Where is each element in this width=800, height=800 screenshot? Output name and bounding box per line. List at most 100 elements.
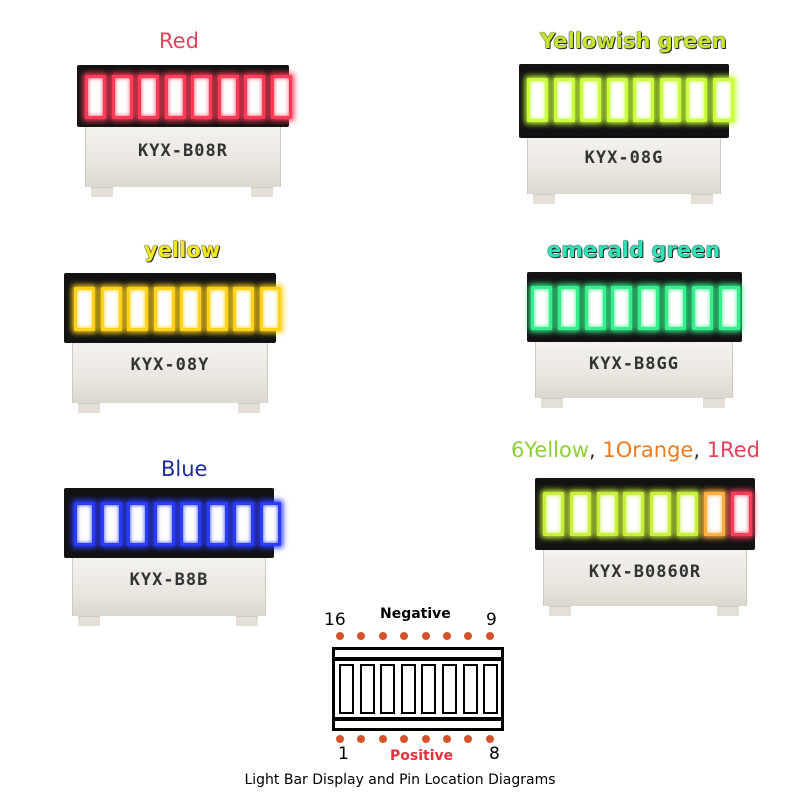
led-bar-front-face xyxy=(519,64,734,138)
label-part: Yellowish green xyxy=(540,29,727,53)
pin-dot-positive xyxy=(485,735,494,743)
led-bar-module-mixed: KYX-B0860R xyxy=(535,478,755,618)
led-segment xyxy=(270,75,292,119)
led-segment xyxy=(691,286,713,330)
pin-dot-positive xyxy=(464,735,473,743)
part-number: KYX-B8B xyxy=(129,570,209,590)
housing-foot xyxy=(691,194,713,204)
negative-label: Negative xyxy=(380,606,451,622)
diagram-segment xyxy=(359,664,375,714)
label-part: , xyxy=(589,438,603,462)
pin-dot-negative xyxy=(485,632,494,640)
housing-foot xyxy=(541,398,563,408)
led-bar-front-face xyxy=(535,478,755,550)
diagram-segment xyxy=(462,664,478,714)
led-segment xyxy=(665,286,686,330)
led-segment xyxy=(650,492,672,536)
pin-dot-positive xyxy=(400,735,409,743)
pin-label-bottom-right: 8 xyxy=(489,744,500,764)
led-segment xyxy=(127,287,148,331)
label-part: Red xyxy=(159,29,199,53)
led-segment xyxy=(569,492,591,536)
housing-foot xyxy=(703,398,725,408)
led-segment xyxy=(259,287,281,331)
led-segment xyxy=(74,502,95,546)
led-segment xyxy=(244,75,265,119)
diagram-segment xyxy=(380,664,396,714)
led-segment xyxy=(191,75,212,119)
led-segment xyxy=(217,75,239,119)
led-bar-housing: KYX-08G xyxy=(527,138,721,194)
caption: Light Bar Display and Pin Location Diagr… xyxy=(244,772,556,788)
pin-dot-negative xyxy=(400,632,409,640)
diagram-segment xyxy=(400,664,416,714)
pin-dot-negative xyxy=(443,632,451,640)
led-segment xyxy=(686,78,707,122)
pin-dot-negative xyxy=(336,632,344,640)
led-segment xyxy=(611,286,633,330)
led-segment xyxy=(580,78,601,122)
led-segment xyxy=(543,492,564,536)
label-red: Red xyxy=(159,31,199,52)
led-segment xyxy=(127,502,148,546)
led-segment xyxy=(100,502,122,546)
pin-dot-positive xyxy=(357,735,366,743)
led-segment xyxy=(584,286,606,330)
led-bar-front-face xyxy=(527,272,742,342)
pin-dot-positive xyxy=(336,735,344,743)
pin-dot-positive xyxy=(421,735,430,743)
diagram-bottom-strip xyxy=(335,717,501,721)
label-part: emerald green xyxy=(547,238,721,262)
led-segment xyxy=(138,75,159,119)
label-mixed: 6Yellow, 1Orange, 1Red xyxy=(511,440,760,461)
label-part: , xyxy=(693,438,707,462)
led-segment xyxy=(164,75,186,119)
led-segment xyxy=(180,287,201,331)
led-segment xyxy=(85,75,106,119)
label-part: Blue xyxy=(161,457,208,481)
led-bar-housing: KYX-08Y xyxy=(72,343,268,403)
led-bar-front-face xyxy=(64,488,281,558)
led-segment xyxy=(233,287,254,331)
label-part: 6Yellow xyxy=(511,438,590,462)
housing-foot xyxy=(717,606,739,616)
led-bar-module-emerald-green: KYX-B8GG xyxy=(527,272,742,410)
part-number: KYX-B8GG xyxy=(589,354,679,374)
label-yellow: yellow xyxy=(144,240,220,261)
led-segment xyxy=(659,78,681,122)
diagram-segment xyxy=(339,664,354,714)
led-segment xyxy=(623,492,645,536)
part-number: KYX-08G xyxy=(584,148,664,168)
led-segment xyxy=(527,78,548,122)
led-segment xyxy=(180,502,201,546)
diagram-top-strip xyxy=(335,657,501,661)
pin-label-top-right: 9 xyxy=(486,610,497,630)
label-emerald-green: emerald green xyxy=(547,240,720,261)
label-blue: Blue xyxy=(161,459,207,480)
label-part: 1Orange xyxy=(602,438,694,462)
pin-dot-negative xyxy=(357,632,366,640)
led-bar-housing: KYX-B0860R xyxy=(543,550,747,606)
led-segment xyxy=(153,502,175,546)
led-segment xyxy=(100,287,122,331)
pin-dot-positive xyxy=(378,735,387,743)
led-segment xyxy=(712,78,734,122)
led-segment xyxy=(111,75,133,119)
led-segment xyxy=(233,502,254,546)
housing-foot xyxy=(238,403,260,413)
part-number: KYX-B0860R xyxy=(588,562,702,582)
led-bar-module-blue: KYX-B8B xyxy=(64,488,281,628)
led-bar-module-yellow: KYX-08Y xyxy=(64,273,281,415)
led-segment xyxy=(718,286,740,330)
part-number: KYX-B08R xyxy=(138,141,228,161)
housing-foot xyxy=(549,606,571,616)
housing-foot xyxy=(91,187,113,197)
led-bar-module-red: KYX-B08R xyxy=(77,65,292,199)
diagram-segment xyxy=(483,664,499,714)
housing-foot xyxy=(533,194,555,204)
pin-dot-negative xyxy=(421,632,430,640)
led-segment xyxy=(531,286,552,330)
pin-location-diagram: 16 Negative 9 1 Positive 8 xyxy=(318,598,518,770)
led-segment xyxy=(206,287,228,331)
housing-foot xyxy=(78,403,100,413)
